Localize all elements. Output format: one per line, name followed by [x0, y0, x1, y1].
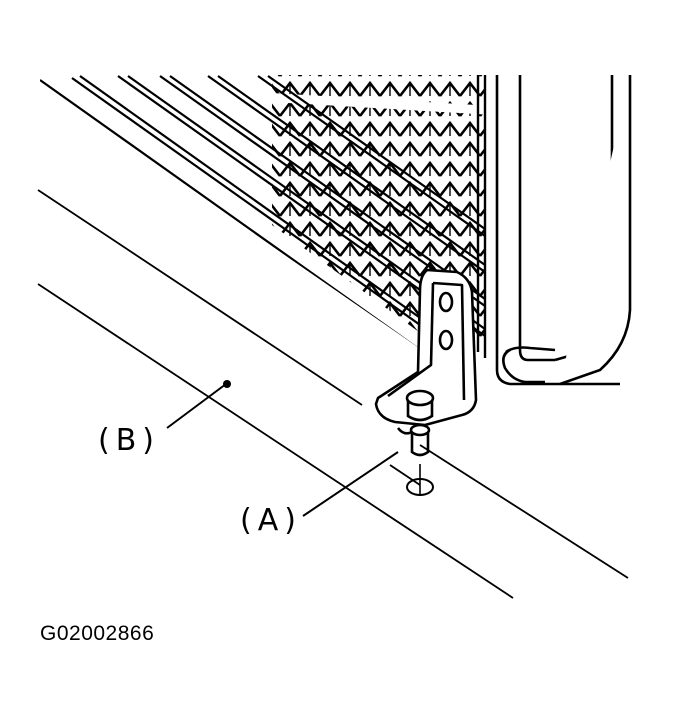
leader-a [302, 451, 399, 517]
leader-b [166, 383, 227, 429]
leader-b-dot [223, 380, 231, 388]
leader-lines [166, 383, 399, 517]
label-b: (B) [98, 423, 160, 458]
mounting-bracket [374, 268, 478, 427]
condenser-tubes [40, 75, 485, 350]
side-tank [495, 75, 632, 386]
core-side-frame [476, 75, 487, 358]
label-a: (A) [240, 503, 302, 538]
body-panel [37, 189, 629, 599]
figure-code: G02002866 [40, 622, 155, 645]
mounting-pin [396, 389, 435, 457]
